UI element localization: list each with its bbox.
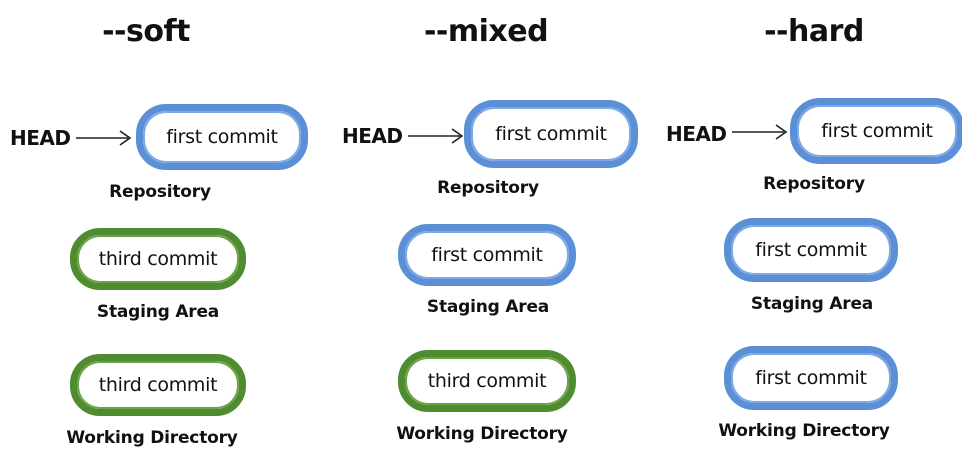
head-label: HEAD bbox=[666, 122, 727, 146]
mode-title: --soft bbox=[102, 14, 190, 49]
column-soft: --soft HEAD first commit Repository thir… bbox=[0, 0, 320, 464]
column-hard: --hard HEAD first commit Repository firs… bbox=[654, 0, 962, 464]
working-directory-caption: Working Directory bbox=[396, 424, 568, 444]
staging-caption: Staging Area bbox=[426, 297, 550, 317]
staging-box: third commit bbox=[70, 228, 246, 290]
working-directory-caption: Working Directory bbox=[66, 428, 238, 448]
repository-box: first commit bbox=[136, 104, 308, 170]
working-directory-caption: Working Directory bbox=[718, 421, 890, 441]
head-arrow-icon bbox=[408, 128, 464, 144]
working-directory-box: third commit bbox=[398, 350, 576, 412]
staging-box: first commit bbox=[398, 224, 576, 286]
staging-box: first commit bbox=[724, 218, 898, 282]
repository-box: first commit bbox=[790, 98, 962, 164]
repository-box: first commit bbox=[464, 100, 638, 168]
repository-caption: Repository bbox=[109, 182, 211, 202]
staging-caption: Staging Area bbox=[96, 302, 220, 322]
working-directory-box: third commit bbox=[70, 354, 246, 416]
head-label: HEAD bbox=[342, 124, 403, 148]
mode-title: --hard bbox=[764, 14, 864, 49]
mode-title: --mixed bbox=[423, 14, 549, 49]
head-arrow-icon bbox=[732, 124, 788, 140]
head-label: HEAD bbox=[10, 126, 71, 150]
staging-caption: Staging Area bbox=[750, 294, 874, 314]
repository-caption: Repository bbox=[437, 178, 539, 198]
working-directory-box: first commit bbox=[724, 346, 898, 410]
column-mixed: --mixed HEAD first commit Repository fir… bbox=[330, 0, 650, 464]
repository-caption: Repository bbox=[763, 174, 865, 194]
head-arrow-icon bbox=[76, 130, 132, 146]
